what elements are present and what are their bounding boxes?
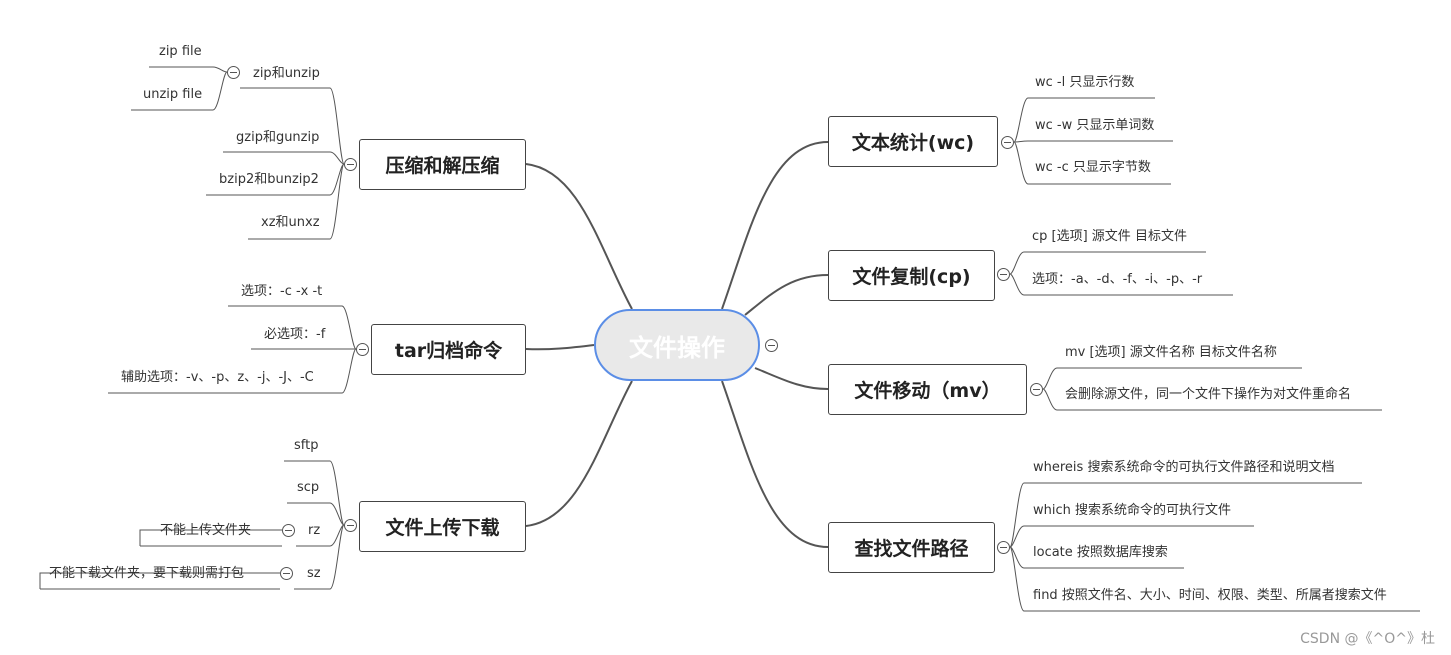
connector-line xyxy=(139,529,282,546)
leaf-mv-note[interactable]: 会删除源文件，同一个文件下操作为对文件重命名 xyxy=(1065,387,1352,402)
connector-line xyxy=(284,460,345,526)
collapse-toggle-icon[interactable] xyxy=(280,567,293,580)
collapse-toggle-icon[interactable] xyxy=(356,343,369,356)
connector-line xyxy=(1013,141,1171,185)
leaf-tar-options[interactable]: 选项：-c -x -t xyxy=(241,284,323,299)
connector-line xyxy=(1013,140,1173,143)
connector-line xyxy=(1009,546,1184,569)
leaf-wc-w[interactable]: wc -w 只显示单词数 xyxy=(1035,118,1155,133)
connector-line xyxy=(1042,367,1302,390)
connector-line xyxy=(228,305,357,350)
collapse-toggle-icon[interactable] xyxy=(344,519,357,532)
watermark: CSDN @《^O^》杜 xyxy=(1300,631,1435,647)
connector-line xyxy=(721,141,829,310)
topic-find[interactable]: 查找文件路径 xyxy=(828,522,995,573)
connector-line xyxy=(1009,482,1362,548)
leaf-scp[interactable]: scp xyxy=(297,480,320,495)
central-topic[interactable]: 文件操作 xyxy=(594,309,760,381)
connector-line xyxy=(294,524,345,590)
leaf-unzip-file[interactable]: unzip file xyxy=(143,87,203,102)
leaf-sz-note[interactable]: 不能下载文件夹，要下载则需打包 xyxy=(49,566,245,581)
leaf-wc-c[interactable]: wc -c 只显示字节数 xyxy=(1035,160,1151,175)
connector-line xyxy=(206,163,345,196)
leaf-zip-file[interactable]: zip file xyxy=(159,44,202,59)
collapse-toggle-icon[interactable] xyxy=(1001,136,1014,149)
leaf-mv-usage[interactable]: mv [选项] 源文件名称 目标文件名称 xyxy=(1065,345,1277,360)
connector-line xyxy=(108,348,357,394)
leaf-sz[interactable]: sz xyxy=(307,566,321,581)
connector-line xyxy=(296,524,345,547)
connector-line xyxy=(149,66,228,73)
leaf-find[interactable]: find 按照文件名、大小、时间、权限、类型、所属者搜索文件 xyxy=(1033,588,1387,603)
leaf-whereis[interactable]: whereis 搜索系统命令的可执行文件路径和说明文档 xyxy=(1033,460,1335,475)
leaf-zip-unzip[interactable]: zip和unzip xyxy=(253,66,320,81)
leaf-tar-required[interactable]: 必选项：-f xyxy=(264,327,326,342)
topic-compress[interactable]: 压缩和解压缩 xyxy=(359,139,526,190)
connector-line xyxy=(525,380,633,527)
connector-line xyxy=(1009,273,1233,296)
connector-line xyxy=(223,151,345,165)
connector-line xyxy=(525,163,633,310)
topic-tar[interactable]: tar归档命令 xyxy=(371,324,526,375)
leaf-bzip2[interactable]: bzip2和bunzip2 xyxy=(219,172,319,187)
collapse-toggle-icon[interactable] xyxy=(765,339,778,352)
connector-line xyxy=(744,274,829,316)
connector-line xyxy=(1013,97,1155,143)
collapse-toggle-icon[interactable] xyxy=(997,268,1010,281)
connector-line xyxy=(1009,546,1420,612)
connector-line xyxy=(240,87,345,165)
leaf-cp-usage[interactable]: cp [选项] 源文件 目标文件 xyxy=(1032,229,1187,244)
connector-line xyxy=(754,367,829,390)
topic-upload-download[interactable]: 文件上传下载 xyxy=(359,501,526,552)
leaf-cp-options[interactable]: 选项：-a、-d、-f、-i、-p、-r xyxy=(1032,272,1203,287)
connector-line xyxy=(525,344,595,351)
connector-line xyxy=(1009,525,1254,548)
collapse-toggle-icon[interactable] xyxy=(282,524,295,537)
leaf-sftp[interactable]: sftp xyxy=(294,438,319,453)
leaf-rz[interactable]: rz xyxy=(308,523,321,538)
leaf-tar-aux[interactable]: 辅助选项：-v、-p、z、-j、-J、-C xyxy=(121,370,314,385)
connector-line xyxy=(131,71,228,111)
collapse-toggle-icon[interactable] xyxy=(344,158,357,171)
leaf-gzip[interactable]: gzip和gunzip xyxy=(236,130,320,145)
topic-wc[interactable]: 文本统计(wc) xyxy=(828,116,998,167)
leaf-xz[interactable]: xz和unxz xyxy=(261,215,320,230)
topic-mv[interactable]: 文件移动（mv） xyxy=(828,364,1027,415)
leaf-rz-note[interactable]: 不能上传文件夹 xyxy=(160,523,252,538)
collapse-toggle-icon[interactable] xyxy=(227,66,240,79)
leaf-wc-l[interactable]: wc -l 只显示行数 xyxy=(1035,75,1135,90)
connector-line xyxy=(1042,388,1382,411)
connector-line xyxy=(1009,251,1206,275)
connector-line xyxy=(721,380,829,548)
connector-line xyxy=(287,502,345,526)
leaf-which[interactable]: which 搜索系统命令的可执行文件 xyxy=(1033,503,1232,518)
connector-line xyxy=(248,163,345,240)
connector-line xyxy=(39,572,280,589)
collapse-toggle-icon[interactable] xyxy=(1030,383,1043,396)
collapse-toggle-icon[interactable] xyxy=(997,541,1010,554)
topic-cp[interactable]: 文件复制(cp) xyxy=(828,250,995,301)
leaf-locate[interactable]: locate 按照数据库搜索 xyxy=(1033,545,1168,560)
